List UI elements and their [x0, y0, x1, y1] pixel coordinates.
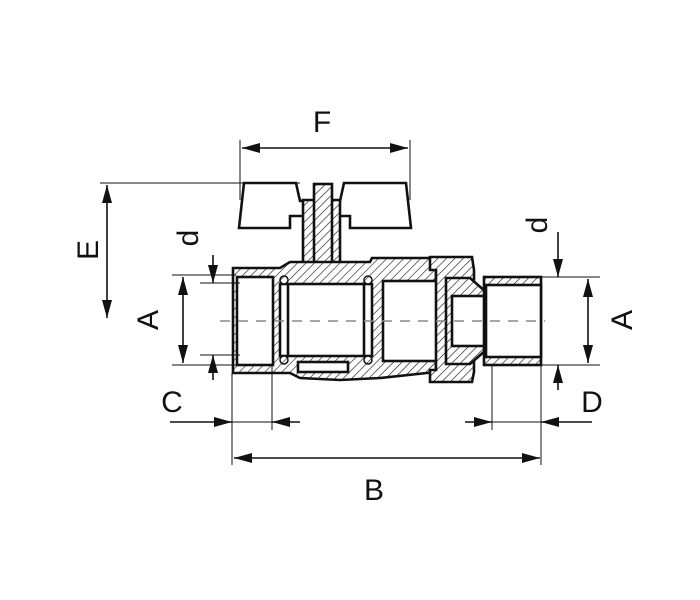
dimension-E: E [72, 182, 300, 318]
dimension-B: B [234, 453, 540, 507]
label-B: B [364, 474, 384, 507]
dimension-D: D [465, 365, 603, 465]
dimension-A-right: A [583, 279, 639, 363]
dimension-d-left: d [172, 230, 240, 380]
label-A-left: A [132, 310, 165, 330]
union-nut [428, 255, 488, 384]
valve-stem [301, 182, 342, 282]
label-A-right: A [606, 310, 639, 330]
dimension-d-right: d [521, 217, 600, 390]
dimension-F: F [239, 106, 411, 200]
label-D: D [581, 386, 603, 419]
label-d-right: d [521, 217, 554, 234]
label-F: F [313, 106, 331, 139]
dimension-C: C [161, 365, 300, 465]
label-E: E [72, 240, 105, 260]
dimension-A-left: A [132, 274, 236, 366]
valve-body [231, 256, 441, 382]
label-C: C [161, 386, 183, 419]
label-d-left: d [172, 230, 205, 247]
